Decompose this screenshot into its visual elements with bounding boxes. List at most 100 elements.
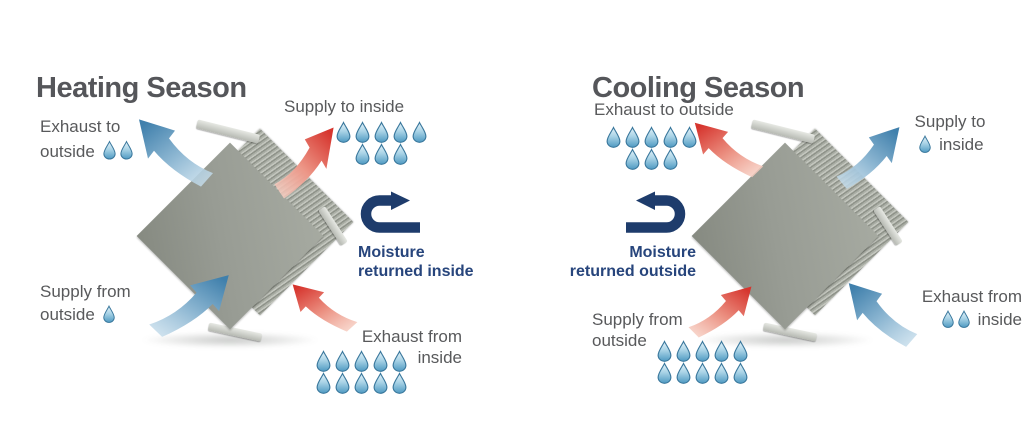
moisture-drops — [605, 126, 698, 170]
water-drop-icon — [392, 350, 407, 372]
exhaust-to-outside-label: Exhaust to outside — [40, 116, 136, 162]
moisture-drops — [941, 310, 971, 328]
moisture-drops — [102, 140, 134, 160]
water-drop-icon — [657, 362, 672, 384]
water-drop-icon — [392, 372, 407, 394]
label-line: Supply from — [40, 282, 131, 301]
water-drop-icon — [663, 126, 678, 148]
moisture-drops — [335, 121, 428, 165]
exhaust-from-inside-label: Exhaust from inside — [350, 326, 462, 368]
exhaust-from-inside-label: Exhaust from inside — [908, 286, 1022, 330]
unit-shadow — [140, 332, 320, 348]
water-drop-icon — [355, 121, 370, 143]
water-drop-icon — [676, 340, 691, 362]
water-drop-icon — [682, 126, 697, 148]
water-drop-icon — [373, 372, 388, 394]
water-drop-icon — [355, 143, 370, 165]
drop-row — [624, 148, 679, 170]
water-drop-icon — [335, 372, 350, 394]
drop-row — [941, 310, 971, 328]
water-drop-icon — [644, 148, 659, 170]
water-drop-icon — [695, 340, 710, 362]
drop-row — [335, 121, 428, 143]
supply-to-inside-label: Supply to inside — [904, 111, 996, 155]
water-drop-icon — [393, 121, 408, 143]
label-text: inside — [977, 310, 1022, 329]
water-drop-icon — [625, 126, 640, 148]
label-line: returned outside — [569, 263, 696, 280]
label-line: Supply to — [914, 112, 986, 131]
label-text: outside — [40, 305, 95, 324]
label-text: Exhaust to outside — [594, 100, 734, 119]
moisture-return-uturn-arrow-icon — [624, 191, 688, 239]
label-line: outside — [40, 137, 136, 162]
water-drop-icon — [335, 350, 350, 372]
drop-row — [656, 362, 749, 384]
supply-from-outside-label: Supply from outside — [592, 309, 683, 351]
moisture-drops — [102, 305, 116, 323]
water-drop-icon — [374, 121, 389, 143]
cooling-title: Cooling Season — [592, 72, 805, 105]
water-drop-icon — [102, 141, 116, 160]
water-drop-icon — [374, 143, 389, 165]
exhaust-to-outside-arrow-icon — [139, 119, 213, 187]
water-drop-icon — [714, 362, 729, 384]
supply-to-inside-arrow-icon — [274, 127, 334, 199]
drop-row — [354, 143, 409, 165]
water-drop-icon — [119, 141, 133, 160]
water-drop-icon — [354, 372, 369, 394]
exhaust-to-outside-arrow-icon — [694, 122, 764, 178]
drop-row — [656, 340, 749, 362]
drop-row — [102, 140, 134, 160]
water-drop-icon — [102, 305, 115, 323]
label-line: Exhaust from — [921, 287, 1022, 306]
label-line: Exhaust to — [40, 117, 121, 136]
moisture-returned-label: Moisture returned outside — [548, 243, 696, 281]
label-line: inside — [904, 132, 996, 155]
supply-to-inside-label: Supply to inside — [284, 96, 404, 117]
water-drop-icon — [714, 340, 729, 362]
water-drop-icon — [625, 148, 640, 170]
drop-row — [918, 135, 932, 153]
label-text: Supply to inside — [284, 97, 405, 116]
water-drop-icon — [676, 362, 691, 384]
water-drop-icon — [354, 350, 369, 372]
water-drop-icon — [393, 143, 408, 165]
exhaust-to-outside-label: Exhaust to outside — [594, 99, 734, 120]
water-drop-icon — [644, 126, 659, 148]
moisture-drops — [656, 340, 749, 384]
label-text: outside — [40, 142, 95, 161]
drop-row — [102, 305, 116, 323]
label-line: outside — [40, 302, 131, 325]
moisture-drops — [315, 350, 408, 394]
water-drop-icon — [733, 362, 748, 384]
water-drop-icon — [316, 372, 331, 394]
label-text: inside — [939, 135, 984, 154]
water-drop-icon — [695, 362, 710, 384]
supply-from-outside-arrow-icon — [688, 286, 752, 338]
label-line: outside — [592, 331, 647, 350]
supply-from-outside-label: Supply from outside — [40, 281, 131, 325]
water-drop-icon — [958, 310, 970, 328]
drop-row — [605, 126, 698, 148]
water-drop-icon — [663, 148, 678, 170]
label-line: inside — [908, 307, 1022, 330]
water-drop-icon — [373, 350, 388, 372]
supply-from-outside-arrow-icon — [149, 275, 229, 337]
label-line: Exhaust from — [361, 327, 462, 346]
water-drop-icon — [336, 121, 351, 143]
label-line: Moisture — [629, 244, 696, 261]
heating-title: Heating Season — [36, 72, 247, 105]
moisture-drops — [918, 135, 932, 153]
water-drop-icon — [412, 121, 427, 143]
moisture-return-uturn-arrow-icon — [358, 191, 422, 239]
label-line: inside — [417, 348, 462, 367]
label-line: Moisture — [358, 244, 425, 261]
drop-row — [315, 350, 408, 372]
water-drop-icon — [657, 340, 672, 362]
supply-to-inside-arrow-icon — [836, 127, 900, 189]
drop-row — [315, 372, 408, 394]
